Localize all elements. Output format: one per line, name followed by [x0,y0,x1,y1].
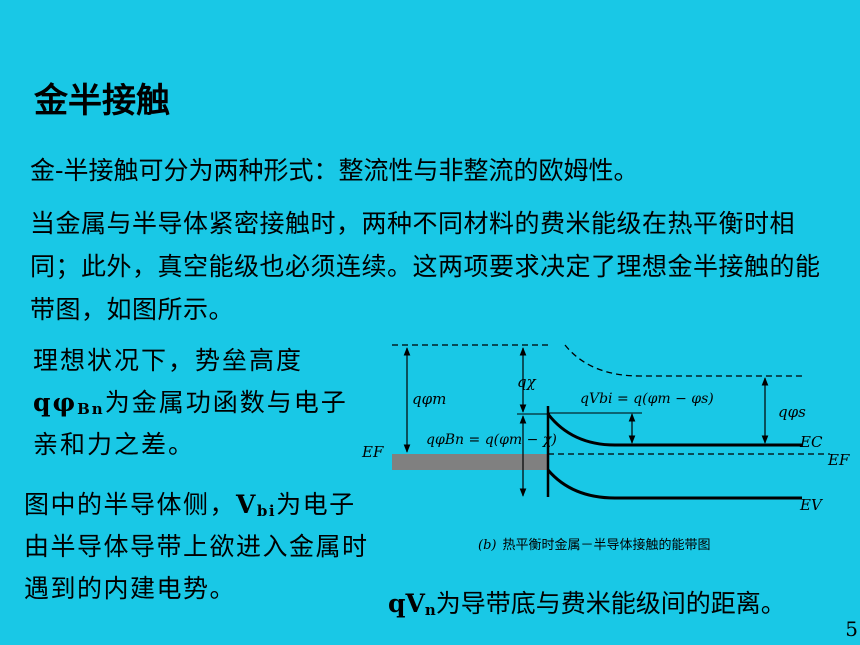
caption-label: (b) [478,538,496,553]
qvn-symbol: qV [388,589,425,618]
qvn-symbol-sub: n [424,601,436,619]
vbi-text-end: 为电子由半导体导带上欲进入金属时遇到的内建电势。 [24,490,369,603]
conduction-band [546,413,802,447]
barrier-text-start: 理想状况下，势垒高度 [33,346,304,375]
qvn-text: 为导带底与费米能级间的距离。 [435,589,786,618]
label-q-vbi: qVbi = q(φm − φs) [580,391,714,407]
metal-fermi-band [392,454,548,470]
label-ef-right: EF [827,451,850,469]
vacuum-level-curve [564,344,805,377]
caption-text: 热平衡时金属－半导体接触的能带图 [502,537,710,553]
diagram-caption: (b) 热平衡时金属－半导体接触的能带图 [478,537,710,553]
vbi-symbol-sub: bi [256,502,277,520]
paragraph-qvn: qVn为导带底与费米能级间的距离。 [388,588,786,620]
label-q-phi-m: qφm [412,390,446,408]
valence-band [546,469,802,500]
paragraph-fermi-level: 当金属与半导体紧密接触时，两种不同材料的费米能级在热平衡时相同；此外，真空能级也… [30,209,821,324]
paragraph-contact-types: 金-半接触可分为两种形式：整流性与非整流的欧姆性。 [30,156,639,185]
page-number: 5 [845,617,858,641]
label-q-phi-s: qφs [778,403,806,421]
label-ec: EC [799,433,823,451]
barrier-symbol-sub: Bn [77,400,105,418]
label-q-phi-bn: qφBn = q(φm − χ) [426,432,557,448]
paragraph-barrier-height: 理想状况下，势垒高度 qφBn为金属功函数与电子亲和力之差。 [33,340,363,466]
paragraph-built-in-potential: 图中的半导体侧，Vbi为电子由半导体导带上欲进入金属时遇到的内建电势。 [24,484,369,610]
slide-title: 金半接触 [34,81,170,121]
barrier-symbol: qφ [33,388,78,417]
band-diagram: qφm qχ qVbi = q(φm − φs) qφs qφBn = q(φm… [361,344,850,553]
vbi-symbol: V [236,490,257,519]
label-q-chi: qχ [517,373,537,391]
barrier-text-end: 为金属功函数与电子亲和力之差。 [33,388,348,459]
label-ef-left: EF [361,443,384,461]
vbi-text-start: 图中的半导体侧， [24,490,237,519]
label-ev: EV [799,496,824,514]
